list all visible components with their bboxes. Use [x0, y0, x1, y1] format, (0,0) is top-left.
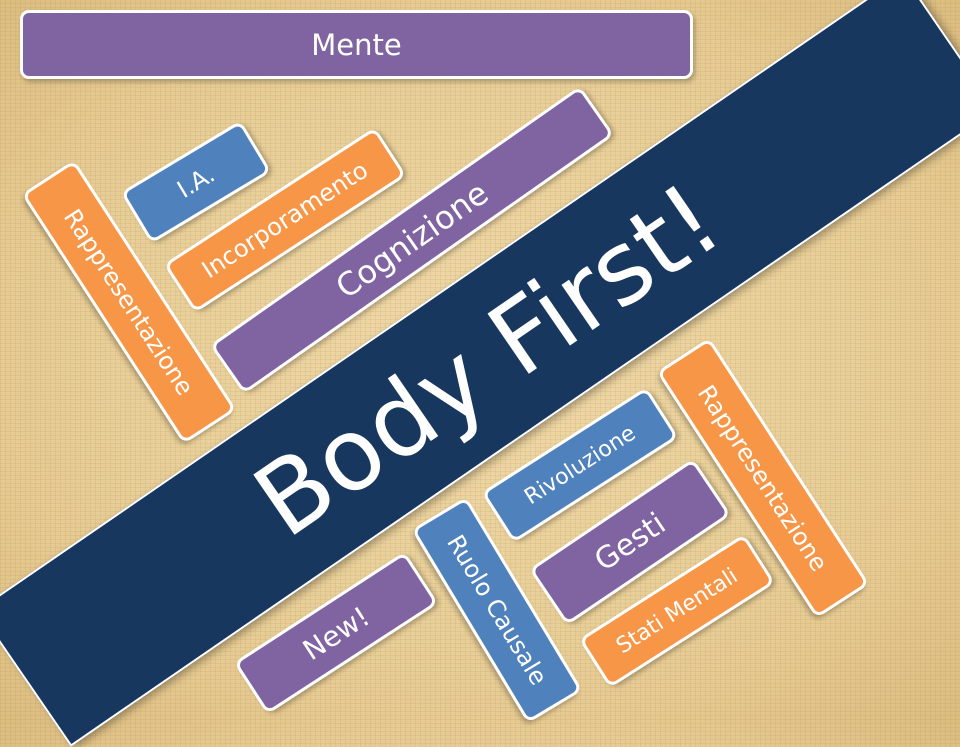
tag-mente: Mente	[20, 10, 693, 79]
